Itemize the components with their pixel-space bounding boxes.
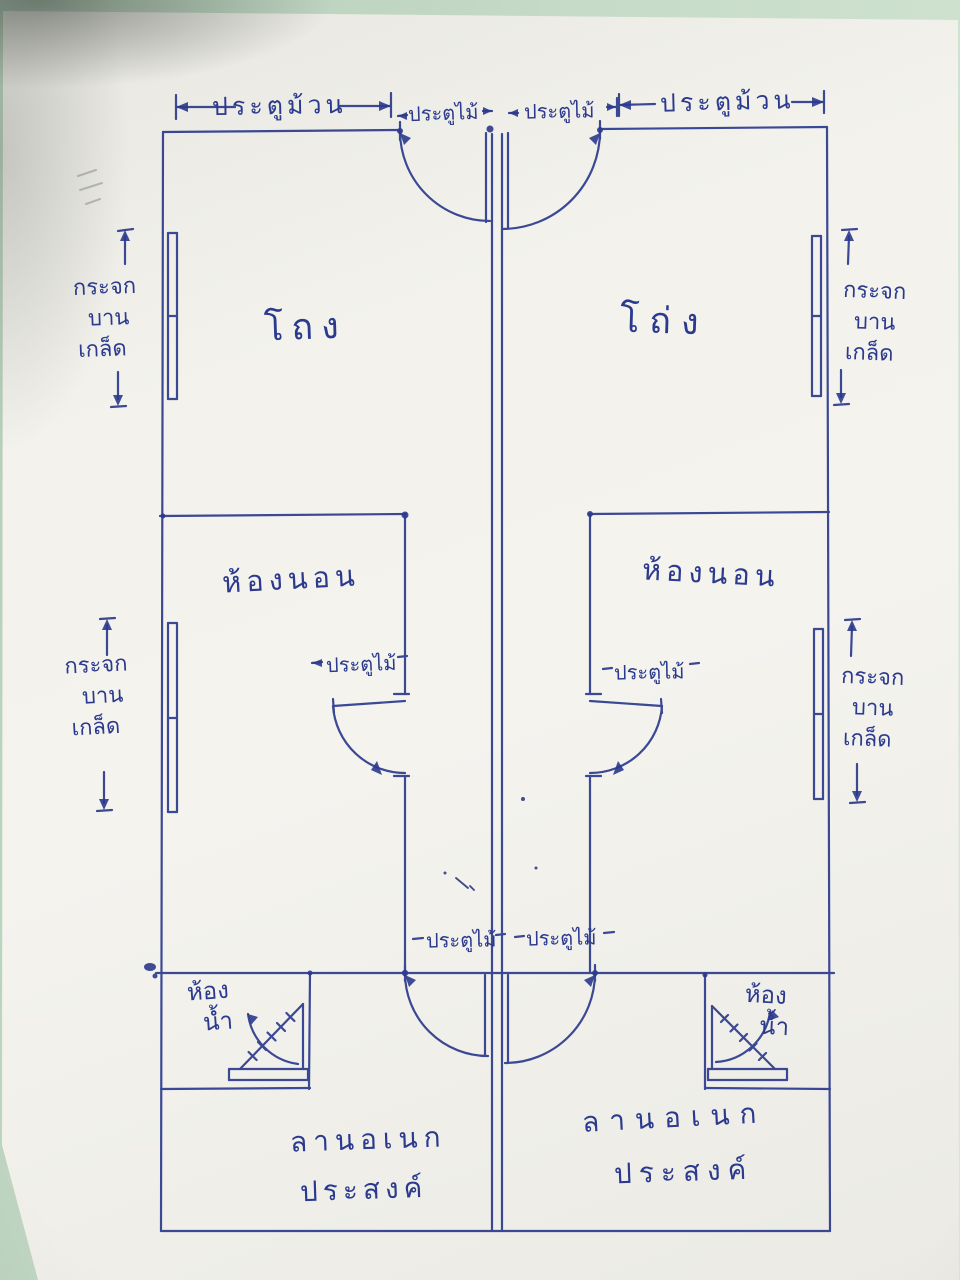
window-annotation-arrows	[95, 227, 867, 813]
ink-scribbles	[455, 877, 475, 891]
back-double-door	[403, 971, 597, 1065]
label-louvre-left-top: กระจก บาน เกล็ด	[72, 271, 138, 366]
label-wood-door-top-left: ประตูไม้	[407, 99, 479, 127]
label-bedroom-right: ห้องนอน	[641, 552, 781, 594]
bathroom-line-2: น้ำ	[202, 1006, 234, 1037]
louvre-line-3: เกล็ด	[842, 726, 892, 753]
pencil-smudges	[77, 169, 103, 205]
louvre-line-2: บาน	[853, 309, 896, 336]
louvre-line-3: เกล็ด	[71, 713, 121, 742]
label-yard-left-line2: ประสงค์	[299, 1170, 428, 1209]
louvre-line-3: เกล็ด	[77, 336, 128, 363]
bathroom-left-fixture	[227, 1002, 310, 1082]
entry-double-door	[398, 129, 602, 231]
louvre-line-2: บาน	[81, 682, 124, 710]
bathroom-line-1: ห้อง	[185, 975, 230, 1007]
bathroom-line-2: น้ำ	[758, 1011, 790, 1042]
louvre-line-1: กระจก	[842, 277, 907, 306]
louvre-window-left-bottom	[166, 621, 179, 814]
label-hall-left: โถง	[263, 305, 348, 350]
label-louvre-right-top: กระจก บาน เกล็ด	[840, 275, 907, 370]
label-roller-door-left: ประตูม้วน	[211, 89, 347, 122]
interior-walls	[158, 510, 832, 1091]
bathroom-line-1: ห้อง	[744, 979, 788, 1010]
label-louvre-left-bottom: กระจก บาน เกล็ด	[64, 648, 132, 744]
bedroom-right-door	[588, 697, 664, 775]
label-wood-door-top-right: ประตูไม้	[523, 98, 595, 124]
louvre-line-3: เกล็ด	[844, 340, 894, 367]
louvre-window-right-top	[810, 234, 823, 398]
center-wall	[490, 132, 504, 1232]
louvre-line-2: บาน	[851, 695, 894, 722]
louvre-window-right-bottom	[812, 627, 825, 801]
arrowheads-and-blobs	[99, 97, 862, 1025]
bathroom-right-fixture	[706, 1004, 789, 1082]
louvre-line-1: กระจก	[63, 651, 129, 680]
louvre-window-left-top	[166, 231, 179, 401]
label-bedroom-door-right: ประตูไม้	[613, 659, 685, 685]
louvre-line-1: กระจก	[840, 663, 905, 692]
label-bedroom-left: ห้องนอน	[221, 558, 361, 600]
louvre-line-1: กระจก	[72, 273, 137, 302]
door-jambs	[392, 119, 603, 983]
label-back-door-left: ประตูไม้	[425, 927, 497, 953]
door-label-dashes	[310, 654, 701, 941]
label-back-door-right: ประตูไม้	[525, 925, 597, 951]
label-bedroom-door-left: ประตูไม้	[325, 650, 397, 678]
label-bathroom-right: ห้อง น้ำ	[742, 979, 791, 1043]
label-yard-right-line2: ประสงค์	[613, 1152, 754, 1191]
label-bathroom-left: ห้อง น้ำ	[186, 975, 234, 1040]
label-yard-left-line1: ลานอเนก	[289, 1120, 448, 1159]
bedroom-left-door	[331, 697, 407, 775]
louvre-line-2: บาน	[87, 305, 130, 332]
outer-walls	[154, 125, 836, 1233]
label-hall-right: โถ่ง	[619, 299, 710, 344]
label-louvre-right-bottom: กระจก บาน เกล็ด	[838, 661, 905, 756]
label-roller-door-right: ประตูม้วน	[659, 85, 795, 118]
